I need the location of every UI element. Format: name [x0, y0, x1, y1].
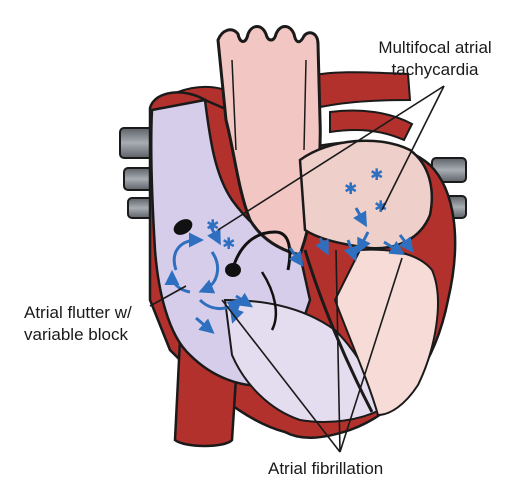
label-atrial-fibrillation: Atrial fibrillation — [268, 458, 383, 480]
left-atrium — [300, 141, 432, 249]
svg-text:✱: ✱ — [370, 165, 383, 184]
label-line: Atrial flutter w/ — [24, 302, 132, 324]
svg-text:✱: ✱ — [374, 197, 387, 216]
svg-text:✱: ✱ — [206, 216, 219, 235]
label-line: Multifocal atrial — [360, 37, 510, 59]
label-atrial-flutter: Atrial flutter w/ variable block — [24, 302, 132, 346]
label-line: variable block — [24, 324, 132, 346]
svg-text:✱: ✱ — [222, 234, 235, 253]
svg-text:✱: ✱ — [344, 179, 357, 198]
label-line: tachycardia — [360, 59, 510, 81]
label-multifocal-atrial-tachycardia: Multifocal atrial tachycardia — [360, 37, 510, 81]
